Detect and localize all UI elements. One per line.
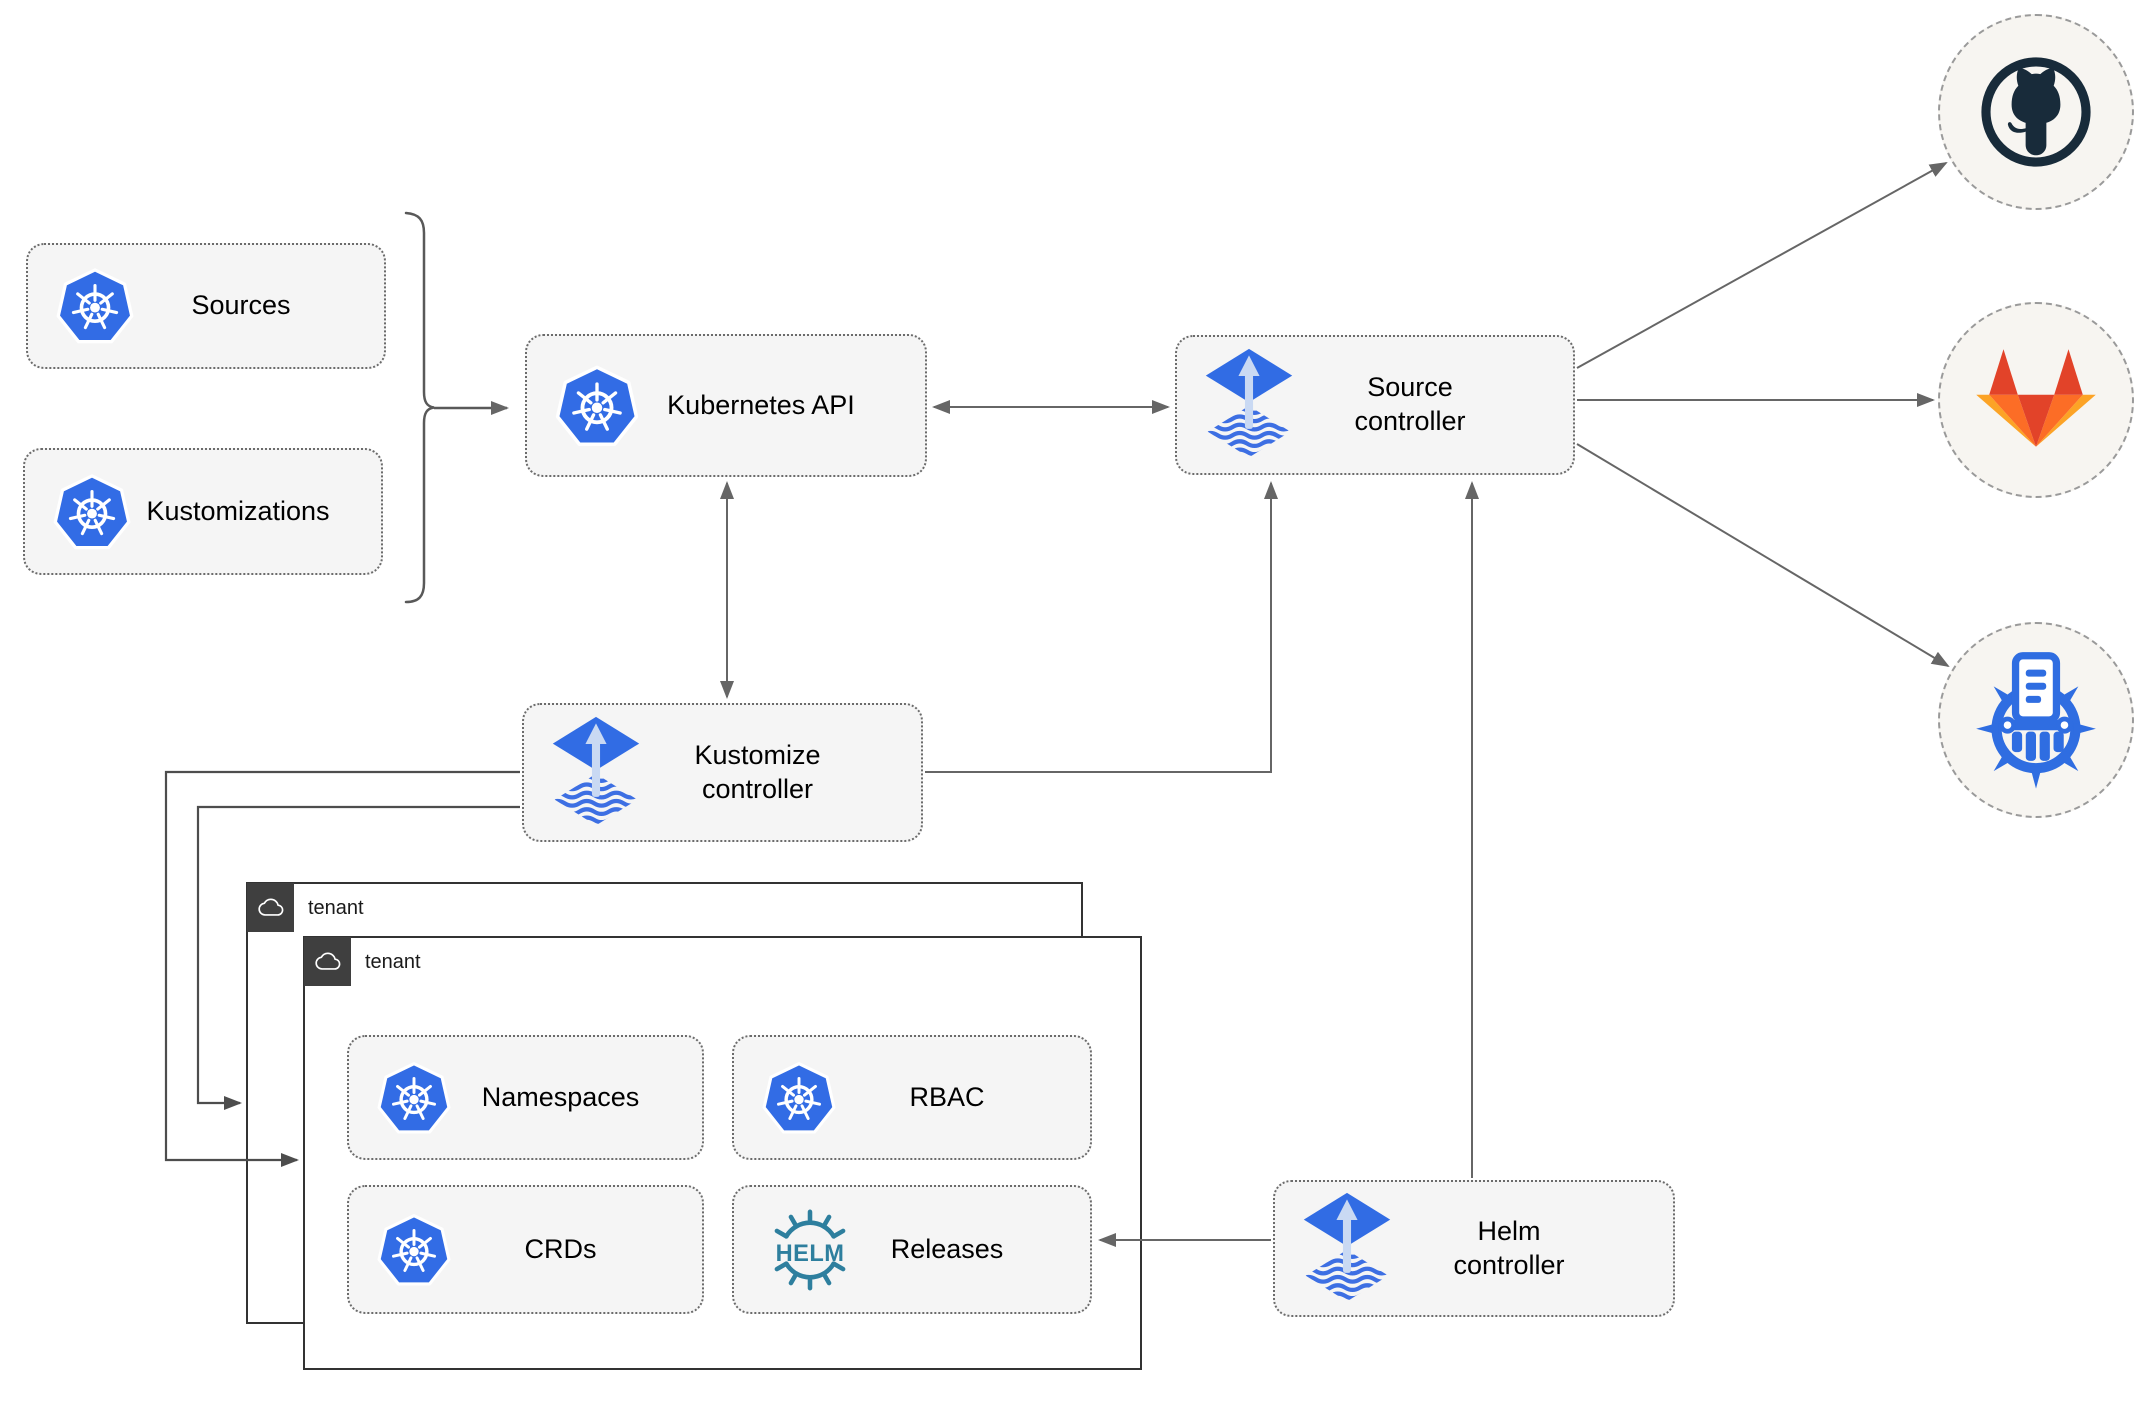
node-label: Helm controller <box>1453 1215 1565 1280</box>
node-label: Kubernetes API <box>667 389 855 420</box>
tenant-label: tenant <box>308 897 364 919</box>
node-crds[interactable]: CRDs <box>347 1185 704 1314</box>
tenant-label: tenant <box>365 951 421 973</box>
node-gitlab[interactable] <box>1938 302 2134 498</box>
node-label: Source controller <box>1354 372 1466 436</box>
cloud-icon <box>313 949 343 975</box>
github-icon <box>1975 51 2097 173</box>
node-label: RBAC <box>909 1081 985 1112</box>
node-sources[interactable]: Sources <box>26 243 386 369</box>
node-helm-controller[interactable]: Helm controller <box>1273 1180 1675 1317</box>
node-releases[interactable]: HELM Releases <box>732 1185 1092 1314</box>
edge-bracket-sources-kustomizations <box>404 211 435 604</box>
node-rbac[interactable]: RBAC <box>732 1035 1092 1160</box>
cloud-icon <box>256 895 286 921</box>
edge-kustomize-to-source-controller <box>925 481 1278 773</box>
node-label: Sources <box>191 290 291 321</box>
node-label: CRDs <box>524 1233 597 1264</box>
edge-source-controller-to-harbor <box>1576 443 1950 668</box>
node-label: Kustomizations <box>146 495 330 526</box>
node-namespaces[interactable]: Namespaces <box>347 1035 704 1160</box>
node-source-controller[interactable]: Source controller <box>1175 335 1575 475</box>
tenant-tab <box>304 937 351 986</box>
helm-logo-text: HELM <box>776 1240 845 1266</box>
gitlab-icon <box>1971 342 2101 458</box>
node-label: Namespaces <box>481 1081 640 1112</box>
node-kustomizations[interactable]: Kustomizations <box>23 448 383 575</box>
tenant-tab <box>247 883 294 932</box>
node-label: Releases <box>890 1233 1004 1264</box>
edge-source-controller-to-github <box>1576 162 1948 369</box>
node-github[interactable] <box>1938 14 2134 210</box>
node-harbor[interactable] <box>1938 622 2134 818</box>
node-kubernetes-api[interactable]: Kubernetes API <box>525 334 927 477</box>
harbor-registry-icon <box>1963 647 2109 793</box>
helm-icon: HELM <box>760 1207 860 1293</box>
node-kustomize-controller[interactable]: Kustomize controller <box>522 703 923 842</box>
node-label: Kustomize controller <box>694 739 821 804</box>
tenant-box-front[interactable]: tenant Namespaces RBAC CRDs HELM Release… <box>303 936 1142 1370</box>
